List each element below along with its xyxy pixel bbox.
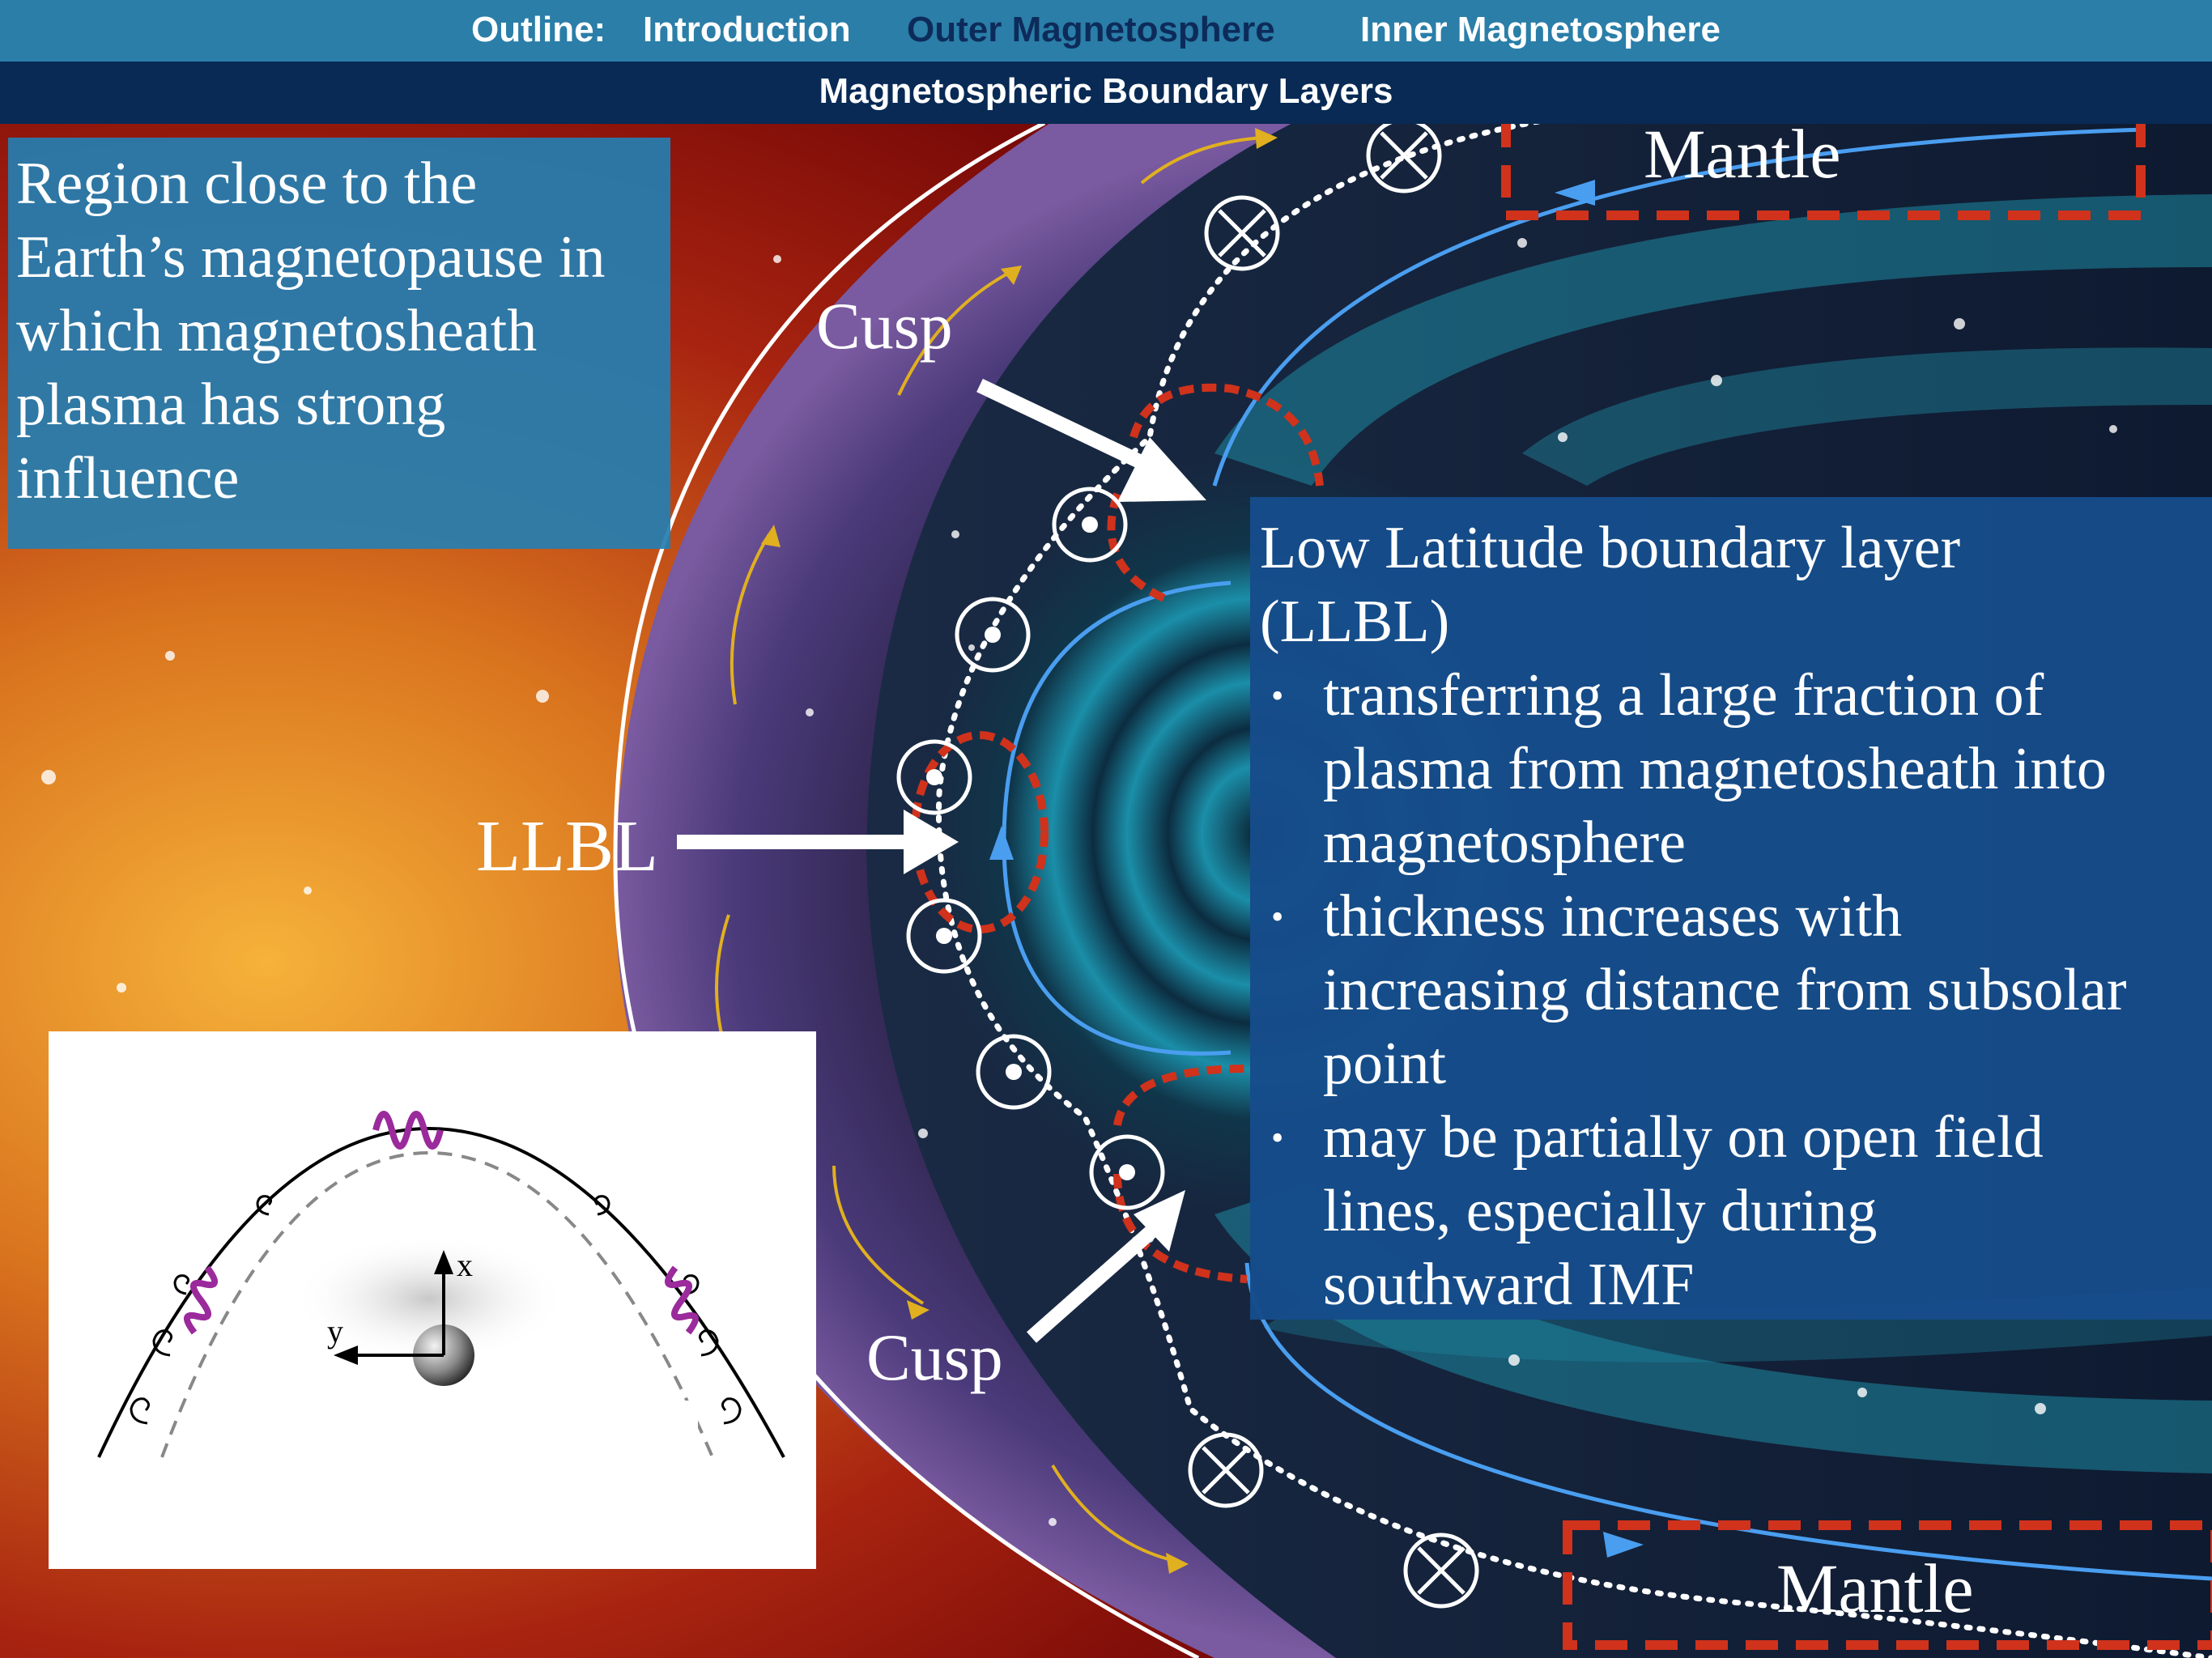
llbl-bullet: • thickness increases with increasing di… — [1260, 880, 2196, 1101]
definition-line: Region close to the — [16, 151, 478, 217]
magnetopause-line — [936, 118, 2212, 1658]
field-line-south — [1244, 1262, 2212, 1581]
bullet-marker: • — [1271, 897, 1284, 937]
bullet-line: increasing distance from subsolar — [1323, 957, 2127, 1023]
field-out-of-page-symbols — [896, 487, 1165, 1210]
llbl-bullet: • transferring a large fraction of plasm… — [1260, 659, 2196, 880]
nav-item-introduction[interactable]: Introduction — [643, 10, 851, 49]
section-bar — [0, 62, 2212, 124]
cusp-label-top: Cusp — [816, 289, 953, 363]
inset-blank-patch — [508, 1401, 698, 1506]
boundary-layer-inner-curve — [160, 1150, 714, 1458]
magnetopause-cross-section-inset: x y — [49, 1031, 816, 1569]
field-arrow-north — [1555, 180, 1595, 206]
cusp-label-bottom: Cusp — [866, 1320, 1003, 1394]
bullet-line: southward IMF — [1323, 1252, 1695, 1318]
flow-arrowheads — [761, 128, 1278, 1574]
field-arrow-south — [1603, 1532, 1644, 1558]
field-out-dots — [926, 517, 1135, 1180]
bullet-line: transferring a large fraction of — [1323, 662, 2044, 729]
boundary-layer-definition-box: Region close to the Earth’s magnetopause… — [8, 138, 670, 549]
x-axis-arrowhead — [434, 1250, 453, 1274]
nav-item-outer-magnetosphere[interactable]: Outer Magnetosphere — [907, 10, 1275, 49]
section-title: Magnetospheric Boundary Layers — [819, 71, 1393, 111]
bullet-line: thickness increases with — [1323, 883, 1903, 950]
llbl-label: LLBL — [476, 806, 658, 886]
bullet-marker: • — [1271, 1118, 1284, 1158]
stars — [41, 238, 2117, 1526]
bullet-line: plasma from magnetosheath into — [1323, 736, 2107, 802]
llbl-bullet: • may be partially on open field lines, … — [1260, 1101, 2196, 1322]
field-into-page-symbols — [1188, 117, 1479, 1609]
bow-shock-line — [613, 121, 1200, 1658]
nav-item-inner-magnetosphere[interactable]: Inner Magnetosphere — [1360, 10, 1721, 49]
definition-line: plasma has strong — [16, 372, 446, 438]
tail-band-south — [1214, 1182, 2212, 1473]
definition-line: which magnetosheath — [16, 298, 538, 364]
y-axis-arrowhead — [334, 1346, 358, 1365]
outline-bar — [0, 0, 2212, 62]
llbl-title-line: (LLBL) — [1260, 589, 1450, 655]
x-axis-label: x — [457, 1247, 473, 1283]
llbl-title: Low Latitude boundary layer (LLBL) — [1260, 512, 2196, 659]
bullet-line: may be partially on open field — [1323, 1104, 2044, 1171]
mantle-highlight-bottom — [1563, 1520, 2212, 1650]
outline-nav: Outline: Introduction Outer Magnetospher… — [0, 0, 2212, 62]
field-arrow-llbl — [989, 826, 1014, 860]
tail-band-north-2 — [1522, 347, 2212, 486]
pointer-arrows — [677, 378, 1206, 1343]
definition-line: influence — [16, 445, 240, 512]
y-axis-label: y — [327, 1313, 343, 1350]
bullet-line: magnetosphere — [1323, 810, 1686, 876]
wave-symbols — [184, 1111, 699, 1335]
definition-line: Earth’s magnetopause in — [16, 224, 606, 291]
bullet-line: point — [1323, 1031, 1447, 1097]
mantle-label-top: Mantle — [1644, 115, 1841, 193]
llbl-bullet-list: • transferring a large fraction of plasm… — [1260, 659, 2196, 1322]
llbl-title-line: Low Latitude boundary layer — [1260, 515, 1961, 581]
inset-diagram: x y — [97, 1111, 785, 1506]
bullet-marker: • — [1271, 676, 1284, 716]
mantle-label-bottom: Mantle — [1776, 1550, 1974, 1627]
magnetosheath-flow-arrows — [715, 136, 1264, 1564]
vortex-symbols — [130, 1195, 742, 1425]
llbl-description-box: Low Latitude boundary layer (LLBL) • tra… — [1250, 497, 2212, 1320]
earth-shadow — [291, 1234, 567, 1363]
bullet-line: lines, especially during — [1323, 1178, 1878, 1244]
tail-band-north — [1214, 194, 2212, 486]
outline-label: Outline: — [471, 10, 606, 49]
